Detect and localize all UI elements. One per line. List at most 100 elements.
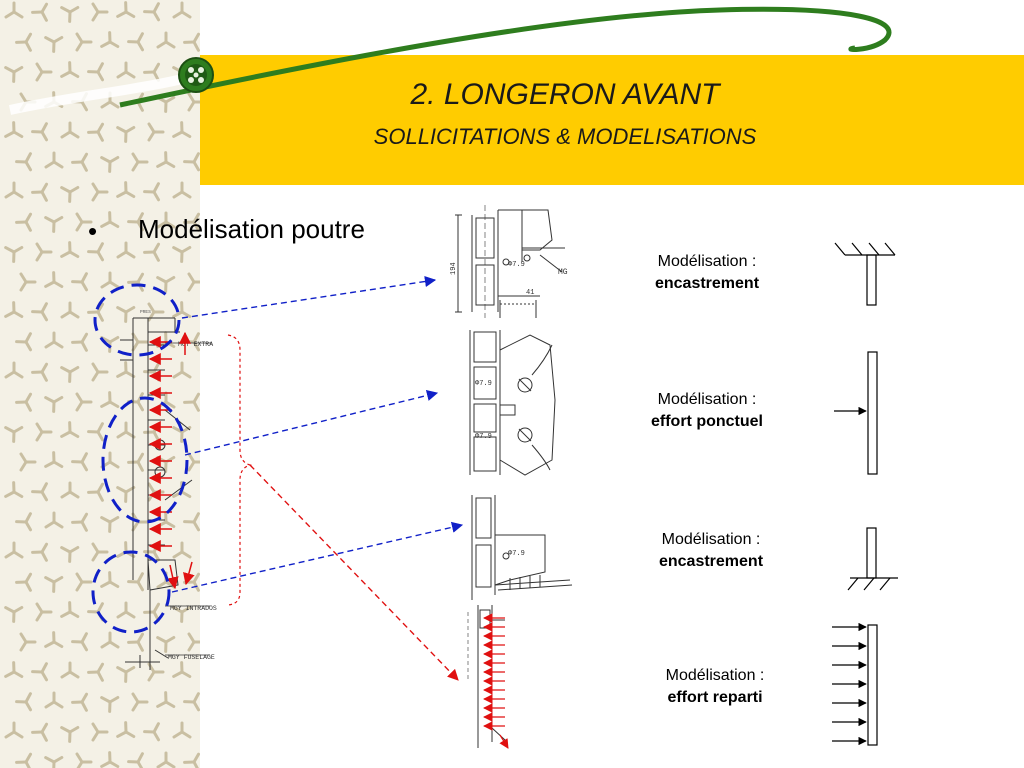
model-label-2: Modélisation : effort ponctuel: [622, 389, 792, 433]
model-prefix-3: Modélisation :: [661, 531, 761, 548]
pattern-glyph: [44, 216, 64, 233]
pattern-glyph: [60, 241, 80, 258]
pattern-glyph: [156, 751, 176, 768]
pattern-glyph: [127, 572, 144, 592]
pattern-glyph: [172, 661, 192, 678]
pattern-glyph: [60, 661, 80, 679]
pattern-glyph: [172, 361, 192, 379]
pattern-glyph: [127, 32, 144, 52]
clamp-support-icon: [834, 242, 896, 306]
pattern-glyph: [75, 392, 93, 412]
pattern-glyph: [60, 546, 80, 563]
pattern-glyph: [44, 331, 64, 349]
pattern-glyph: [87, 62, 104, 82]
pattern-glyph: [156, 691, 176, 708]
pattern-glyph: [183, 152, 200, 172]
pattern-glyph: [15, 152, 32, 172]
pattern-glyph: [35, 62, 53, 82]
title-band: [200, 55, 1024, 185]
pattern-glyph: [156, 211, 176, 229]
model-prefix-1: Modélisation :: [657, 253, 757, 270]
pattern-glyph: [131, 692, 149, 712]
pattern-glyph: [91, 722, 109, 742]
pattern-glyph: [100, 271, 120, 289]
pattern-glyph: [15, 752, 32, 768]
green-swoosh: [8, 6, 892, 115]
pattern-glyph: [116, 126, 136, 143]
pattern-glyph: [71, 692, 88, 712]
point-force-icon: [834, 351, 878, 475]
pattern-glyph: [31, 362, 48, 382]
pattern-glyph: [71, 152, 88, 172]
pattern-glyph: [100, 211, 120, 228]
pattern-glyph: [19, 272, 37, 292]
pattern-glyph: [60, 726, 80, 743]
detail-diag-arrow: [499, 734, 509, 749]
pattern-glyph: [187, 92, 200, 112]
pattern-glyph: [172, 181, 192, 199]
pattern-glyph: [172, 606, 192, 623]
pattern-glyph: [75, 572, 93, 592]
pattern-glyph: [71, 632, 88, 652]
pattern-glyph: [4, 481, 24, 498]
pattern-glyph: [156, 151, 176, 168]
cut-label: MG: [558, 268, 568, 277]
pattern-glyph: [100, 156, 120, 173]
detail-drawing-top: [455, 205, 565, 318]
pattern-glyph: [19, 632, 37, 652]
pattern-glyph: [31, 722, 48, 742]
bullet-symbol: •: [88, 216, 98, 246]
pattern-glyph: [31, 302, 48, 322]
pattern-glyph: [183, 512, 200, 532]
zone-circle-mid: [101, 396, 189, 524]
pattern-glyph: [183, 692, 200, 712]
pattern-glyph: [183, 392, 200, 412]
pattern-glyph: [60, 481, 80, 499]
pattern-glyph: [156, 636, 176, 653]
pattern-glyph: [143, 722, 160, 742]
pattern-glyph: [187, 632, 200, 652]
pattern-glyph: [87, 122, 104, 142]
pattern-glyph: [131, 332, 149, 352]
link-arrow-bottom: [171, 521, 464, 593]
spar-label-fuselage: MGY FUSELAGE: [168, 654, 215, 661]
pattern-glyph: [143, 182, 160, 202]
red-link-arrow: [249, 464, 459, 681]
pattern-glyph: [100, 631, 120, 649]
pattern-glyph: [15, 32, 32, 52]
pattern-glyph: [71, 512, 88, 532]
pattern-glyph: [60, 301, 80, 319]
pattern-glyph: [147, 302, 165, 322]
pattern-glyph: [19, 452, 37, 472]
spar-diag-arrow-1: [166, 564, 179, 590]
pattern-glyph: [116, 486, 136, 503]
pattern-glyph: [15, 212, 32, 232]
slide-title: 2. LONGERON AVANT: [410, 78, 720, 111]
spar-diag-arrow-2: [183, 561, 195, 586]
pattern-glyph: [4, 181, 24, 199]
pattern-glyph: [35, 242, 53, 262]
pattern-glyph: [172, 1, 192, 19]
pattern-glyph: [87, 662, 104, 682]
pattern-glyph: [4, 66, 24, 83]
pattern-glyph: [143, 242, 160, 262]
pattern-glyph: [4, 301, 24, 318]
bullet-heading: Modélisation poutre: [138, 214, 365, 244]
pattern-glyph: [100, 31, 120, 48]
pattern-glyph: [60, 186, 80, 203]
pattern-glyph: [116, 1, 136, 18]
model-type-1: encastrement: [654, 275, 760, 292]
pattern-glyph: [60, 601, 80, 618]
pattern-glyph: [44, 396, 64, 413]
pattern-glyph: [116, 601, 136, 619]
pattern-glyph: [44, 756, 64, 768]
spar-drawing: [120, 317, 212, 670]
pattern-glyph: [44, 451, 64, 468]
zone-circle-bottom: [91, 550, 171, 634]
pattern-glyph: [71, 452, 88, 472]
pattern-glyph: [100, 571, 120, 588]
pattern-glyph: [60, 121, 80, 139]
model-label-3: Modélisation : encastrement: [626, 529, 796, 573]
pattern-glyph: [127, 632, 144, 652]
pattern-glyph: [172, 301, 192, 318]
